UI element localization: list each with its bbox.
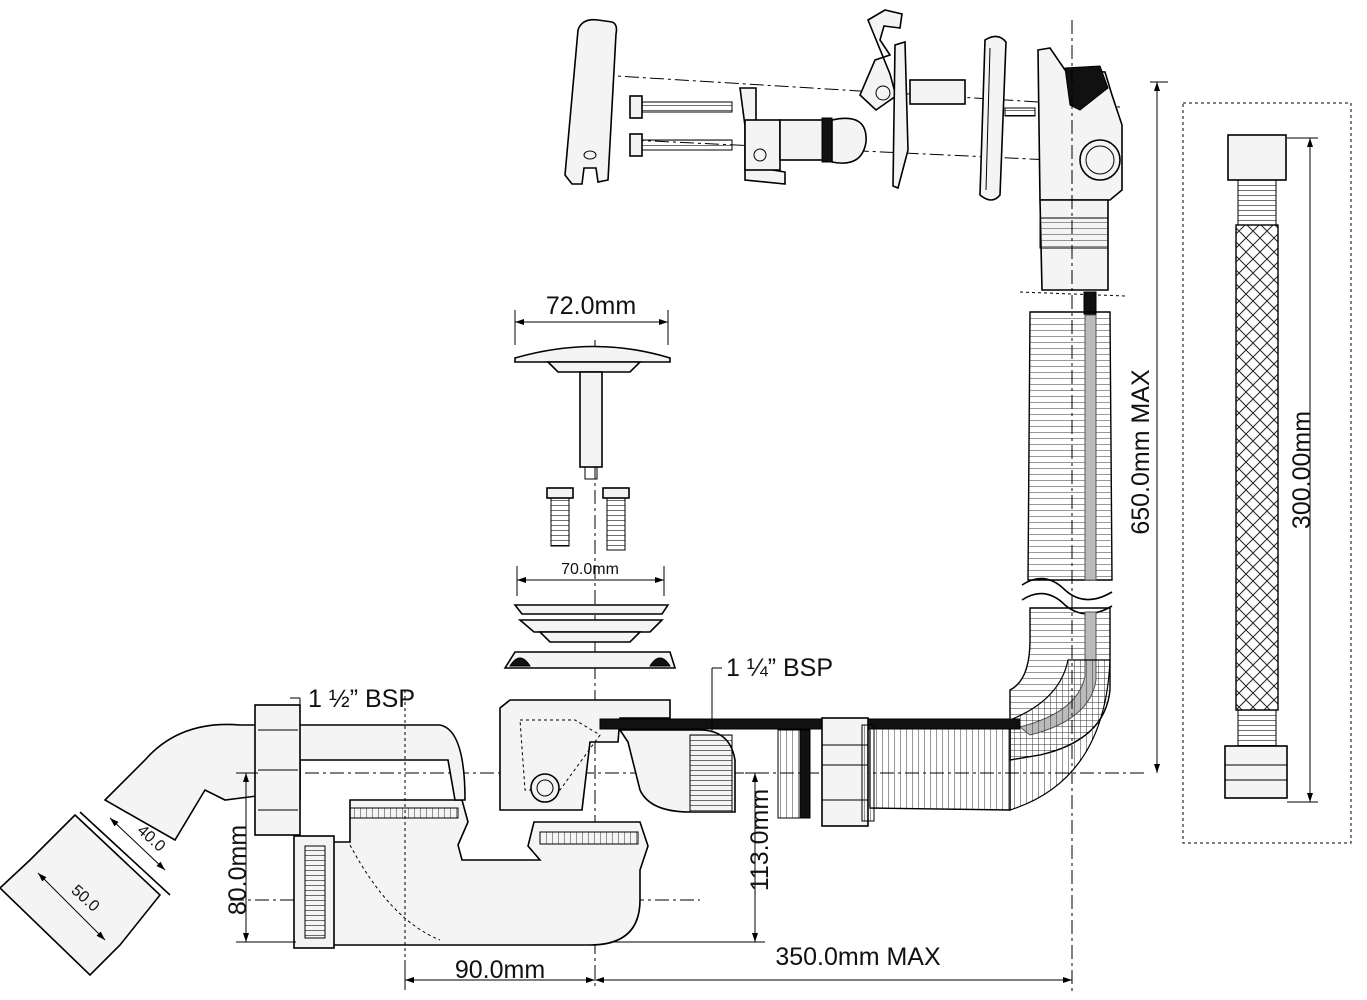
connector-hose-panel [1182, 102, 1352, 844]
plug-diameter-label: 72.0mm [546, 292, 636, 320]
overflow-assembly [564, 9, 1123, 291]
trap-body [329, 799, 649, 946]
flange-diameter-label: 70.0mm [561, 561, 619, 578]
connector-hose-length-label: 300.00mm [1288, 411, 1316, 529]
flange-washer [503, 651, 677, 669]
overflow-thread-label: 1 ¼” BSP [726, 654, 833, 682]
overflow-hose [869, 291, 1126, 811]
outlet-height-label: 80.0mm [224, 825, 252, 915]
plug-cap [514, 345, 671, 363]
overflow-hose-length-label: 650.0mm MAX [1127, 369, 1155, 535]
connector-hose-frame [1182, 102, 1352, 844]
waste-offset-label: 90.0mm [455, 956, 545, 984]
waste-body [0, 690, 1145, 990]
overflow-gasket [979, 35, 1007, 201]
waste-flange [513, 604, 670, 615]
waste-span-label: 350.0mm MAX [775, 943, 941, 971]
outlet-thread-label: 1 ½” BSP [308, 685, 415, 713]
plug-assembly [503, 340, 677, 990]
dimension-lines [37, 20, 1318, 995]
overflow-cover-plate [564, 18, 618, 185]
fixing-screws [629, 95, 733, 157]
connector-hose [1224, 134, 1288, 799]
trap-height-label: 113.0mm [746, 789, 774, 891]
